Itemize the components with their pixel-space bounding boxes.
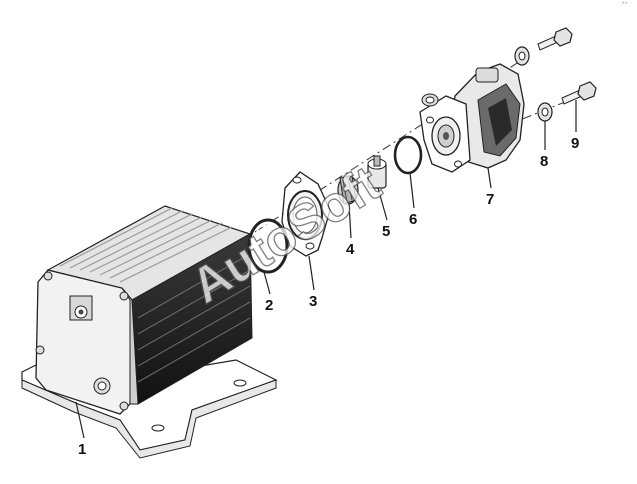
callout-8: 8 — [540, 153, 548, 170]
callout-5: 5 — [382, 223, 390, 240]
corner-mark: ´´ — [622, 1, 628, 11]
part-7-hydraulic-pump — [419, 63, 525, 173]
callout-2: 2 — [265, 297, 273, 314]
part-9-bolt — [537, 27, 597, 105]
leader-lines — [75, 100, 577, 439]
part-4-coupling — [337, 175, 359, 205]
part-8-nut-washer — [514, 46, 553, 122]
callout-3: 3 — [309, 293, 317, 310]
callout-7: 7 — [486, 191, 494, 208]
part-1-electric-motor — [21, 205, 278, 459]
part-5-spline-hub — [367, 155, 387, 189]
part-6-o-ring — [393, 135, 423, 175]
callout-1: 1 — [78, 441, 86, 458]
callout-labels: 1 2 3 4 5 6 7 8 9 — [78, 135, 579, 458]
part-2-o-ring — [247, 218, 289, 274]
callout-4: 4 — [346, 241, 355, 258]
callout-6: 6 — [409, 211, 417, 228]
callout-9: 9 — [571, 135, 579, 152]
part-3-adapter-flange — [281, 171, 331, 257]
